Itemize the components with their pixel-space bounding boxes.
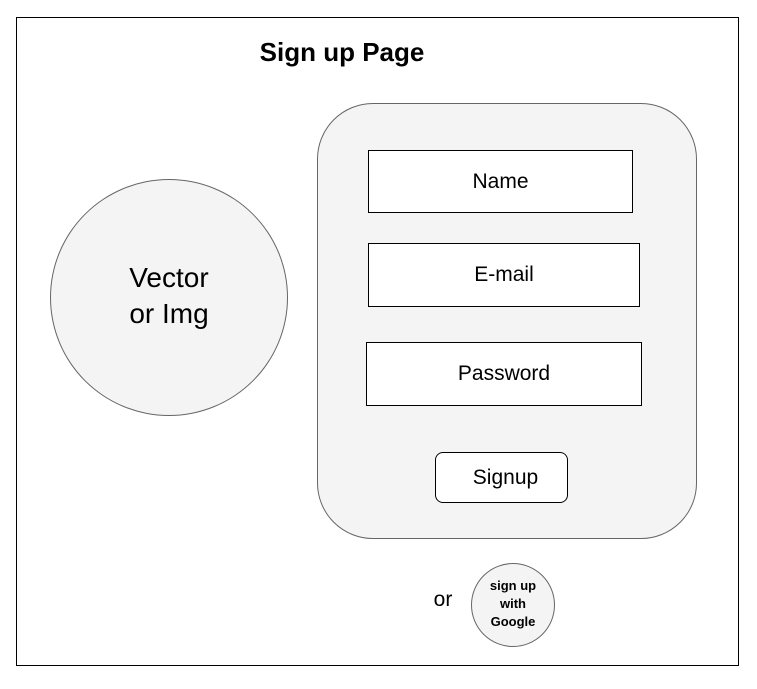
signup-button[interactable]: Signup xyxy=(435,452,568,503)
page-title: Sign up Page xyxy=(259,37,425,67)
image-placeholder-label: Vector or Img xyxy=(129,261,209,329)
email-field[interactable]: E-mail xyxy=(368,243,640,307)
name-field[interactable]: Name xyxy=(368,150,633,213)
or-separator: or xyxy=(433,588,453,611)
password-field[interactable]: Password xyxy=(366,342,642,406)
google-signup-button[interactable]: sign up with Google xyxy=(471,563,555,647)
google-signup-label: sign up with Google xyxy=(489,578,537,629)
image-placeholder: Vector or Img xyxy=(50,179,288,416)
